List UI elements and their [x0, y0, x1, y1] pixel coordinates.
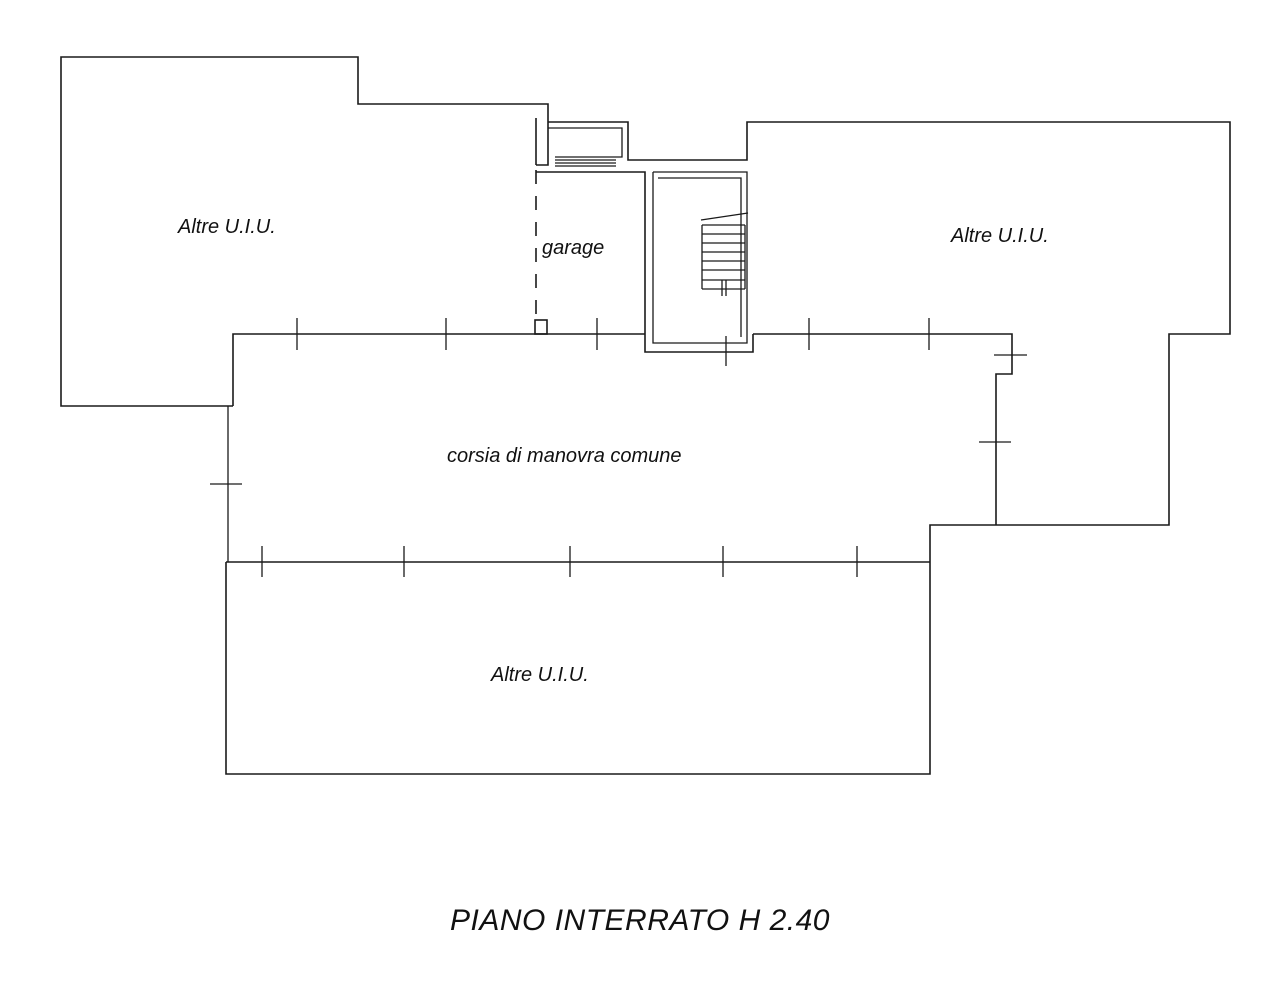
stair-box-inner	[658, 177, 742, 337]
stair-core-outer	[225, 121, 1231, 775]
stair-treads	[700, 212, 749, 296]
stair-box	[652, 171, 748, 344]
corridor-top-right-wall	[753, 333, 1013, 525]
garage-pillar	[534, 319, 548, 335]
garage-right-wall	[536, 171, 646, 334]
label-unit-top-right: Altre U.I.U.	[950, 225, 1049, 247]
bottom-wall-ticks	[261, 546, 858, 577]
plan-title: PIANO INTERRATO H 2.40	[450, 904, 830, 937]
top-wall-ticks	[296, 318, 930, 366]
label-unit-bottom: Altre U.I.U.	[490, 664, 589, 686]
garage-entry-outer	[548, 121, 645, 161]
stair-core-inner	[644, 334, 754, 353]
label-garage: garage	[542, 237, 604, 259]
label-unit-top-left: Altre U.I.U.	[177, 216, 276, 238]
label-corridor: corsia di manovra comune	[447, 445, 682, 467]
unit-top-left-outline	[60, 56, 549, 407]
side-wall-ticks	[210, 354, 1027, 485]
left-outer-wall	[232, 333, 645, 406]
garage-entry-inner	[548, 127, 623, 158]
